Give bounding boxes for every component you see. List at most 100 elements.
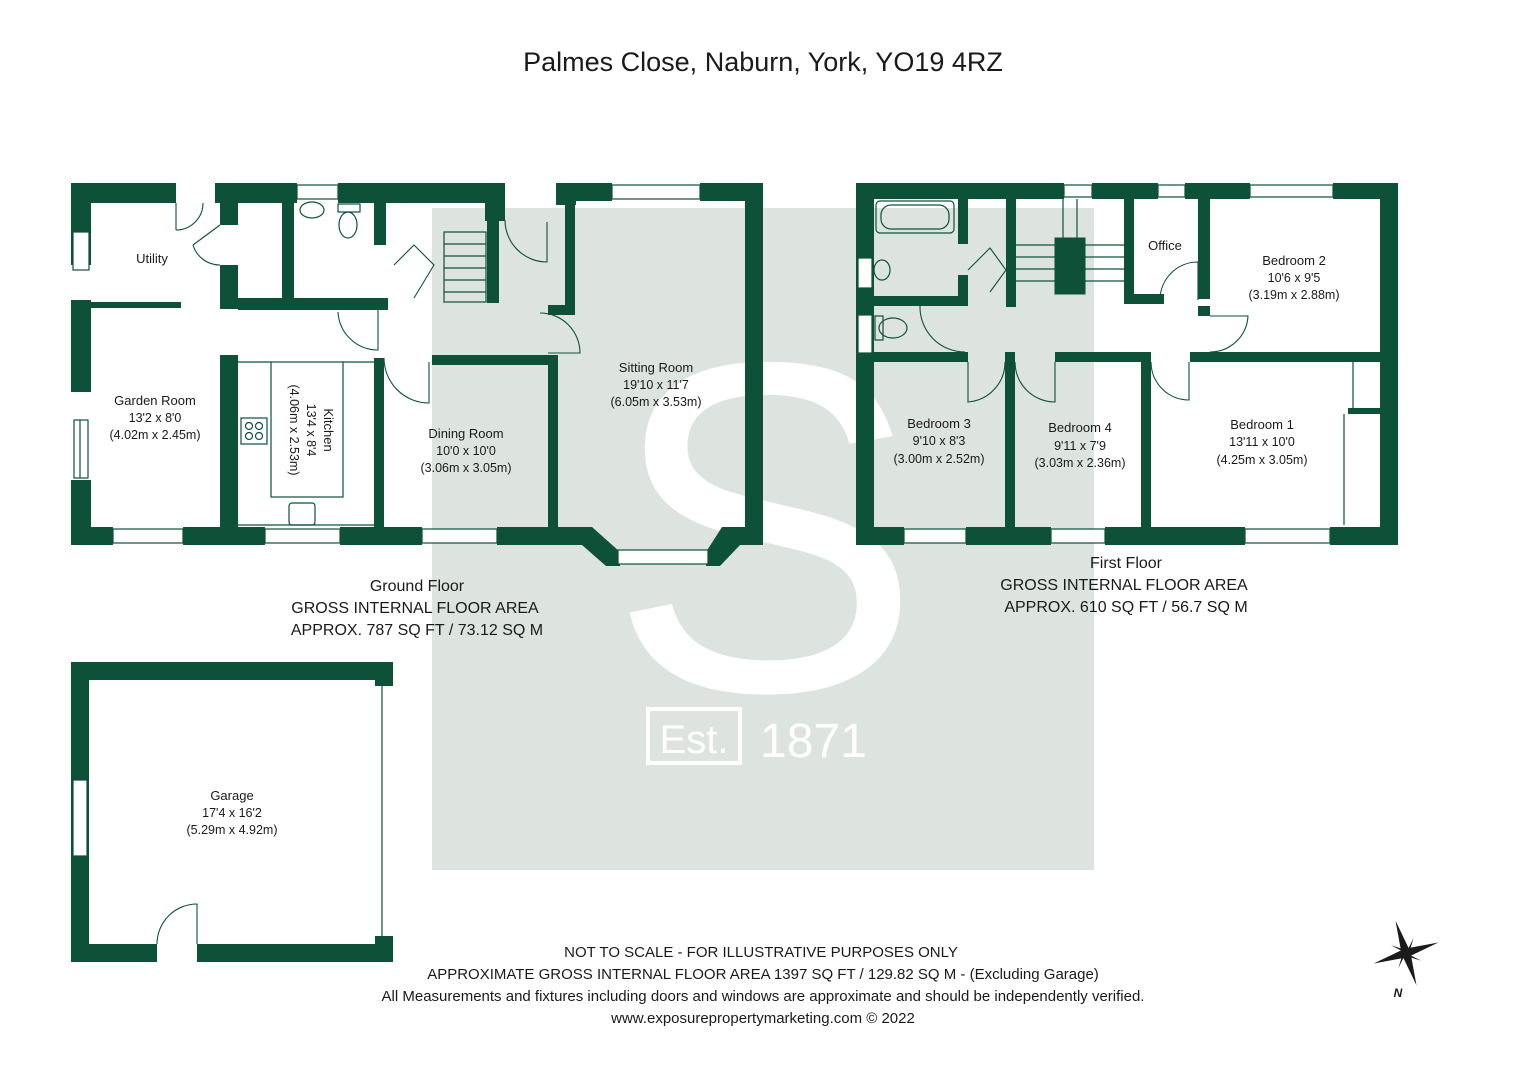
door-swing xyxy=(393,244,435,299)
wall xyxy=(556,183,612,201)
hob-icon xyxy=(240,417,268,445)
hob-ring xyxy=(254,421,264,431)
footer-total-area: APPROXIMATE GROSS INTERNAL FLOOR AREA 13… xyxy=(427,966,1099,983)
wall xyxy=(856,183,874,545)
compass-north-label: N xyxy=(1394,986,1403,1000)
room-dims-metric: (4.25m x 3.05m) xyxy=(1216,453,1307,467)
room-dims-metric: (3.19m x 2.88m) xyxy=(1248,288,1339,302)
staircase xyxy=(443,231,487,303)
window xyxy=(72,231,90,271)
wall xyxy=(1055,352,1151,362)
cistern xyxy=(337,203,361,213)
door-swing xyxy=(967,361,1006,403)
watermark-year: 1871 xyxy=(760,715,867,768)
wall xyxy=(497,527,592,545)
window xyxy=(421,528,498,544)
wall xyxy=(220,265,238,309)
room-name-garage: Garage xyxy=(210,788,253,803)
room-dims-imperial: 10'0 x 10'0 xyxy=(436,444,496,458)
door-swing xyxy=(192,224,221,266)
wall xyxy=(375,662,393,686)
room-name-bedroom-3: Bedroom 3 xyxy=(907,416,971,431)
wall xyxy=(1185,183,1250,199)
wall xyxy=(958,275,968,306)
sink-icon xyxy=(288,502,316,526)
wall xyxy=(1380,183,1398,545)
hob-ring xyxy=(244,431,254,441)
ground-floor-walls xyxy=(71,183,763,545)
compass-rose-icon xyxy=(1373,920,1439,986)
wall xyxy=(856,183,1064,199)
garage-label: Garage 17'4 x 16'2 (5.29m x 4.92m) xyxy=(186,788,277,837)
wall xyxy=(282,203,294,303)
window xyxy=(1244,528,1331,544)
first-floor-area: First Floor GROSS INTERNAL FLOOR AREA AP… xyxy=(1000,555,1248,616)
room-name-garden-room: Garden Room xyxy=(114,393,196,408)
wall xyxy=(220,355,238,545)
wall xyxy=(375,936,393,962)
toilet xyxy=(338,211,358,239)
kitchen-island xyxy=(270,361,344,498)
wall xyxy=(1124,294,1164,304)
wall xyxy=(1124,199,1134,304)
floor-area-title: GROSS INTERNAL FLOOR AREA xyxy=(1000,577,1248,594)
first-floor-fixtures xyxy=(873,199,1354,525)
wall xyxy=(1092,183,1158,199)
door-swing xyxy=(919,305,966,353)
wall xyxy=(432,355,556,365)
wall xyxy=(1198,199,1210,299)
basin xyxy=(873,259,891,281)
wall xyxy=(1190,352,1380,362)
door-swing xyxy=(1150,361,1190,401)
page-title: Palmes Close, Naburn, York, YO19 4RZ xyxy=(523,47,1003,77)
wall xyxy=(1006,199,1016,307)
window xyxy=(296,184,339,200)
wall xyxy=(548,305,575,315)
wall xyxy=(1348,408,1380,414)
window xyxy=(857,257,873,289)
floor-area-value: APPROX. 610 SQ FT / 56.7 SQ M xyxy=(1004,599,1247,616)
hob-ring xyxy=(244,421,254,431)
wall xyxy=(856,527,904,545)
wall xyxy=(874,296,966,306)
first-floor-windows xyxy=(857,184,1334,544)
floor-label: Ground Floor xyxy=(370,578,465,595)
room-name-utility: Utility xyxy=(136,251,168,266)
wall xyxy=(71,944,157,962)
door-swing xyxy=(337,310,379,351)
room-dims-imperial: 9'10 x 8'3 xyxy=(913,434,966,448)
garage-walls xyxy=(71,662,393,962)
cistern xyxy=(874,315,884,341)
window xyxy=(72,779,88,857)
door-swing xyxy=(383,357,430,404)
room-name-bedroom-2: Bedroom 2 xyxy=(1262,253,1326,268)
wall xyxy=(220,203,238,225)
door-swing xyxy=(156,903,198,945)
wall xyxy=(487,203,499,303)
ground-floor-fixtures xyxy=(79,201,581,526)
footer: NOT TO SCALE - FOR ILLUSTRATIVE PURPOSES… xyxy=(382,944,1145,1027)
window xyxy=(73,419,89,479)
first-floor-walls xyxy=(856,183,1398,545)
room-dims-imperial: 13'2 x 8'0 xyxy=(129,411,182,425)
first-floor-labels: Office Bedroom 2 10'6 x 9'5 (3.19m x 2.8… xyxy=(893,238,1339,470)
wall xyxy=(548,355,558,545)
wall xyxy=(91,302,181,308)
room-name-sitting-room: Sitting Room xyxy=(619,360,693,375)
wall xyxy=(565,203,575,311)
room-dims-metric: (6.05m x 3.53m) xyxy=(610,395,701,409)
room-dims-imperial: 9'11 x 7'9 xyxy=(1054,439,1106,453)
floor-area-title: GROSS INTERNAL FLOOR AREA xyxy=(291,600,539,617)
wall xyxy=(1141,352,1151,545)
wall xyxy=(71,300,91,392)
room-dims-imperial: 10'6 x 9'5 xyxy=(1268,271,1321,285)
ground-floor-area: Ground Floor GROSS INTERNAL FLOOR AREA A… xyxy=(291,578,543,639)
window xyxy=(1050,528,1106,544)
room-dims-metric: (3.03m x 2.36m) xyxy=(1034,456,1125,470)
wall xyxy=(1105,527,1245,545)
watermark-est-label: Est. xyxy=(660,718,729,762)
bath-inner xyxy=(880,204,950,230)
toilet xyxy=(878,317,908,339)
wall xyxy=(71,527,113,545)
